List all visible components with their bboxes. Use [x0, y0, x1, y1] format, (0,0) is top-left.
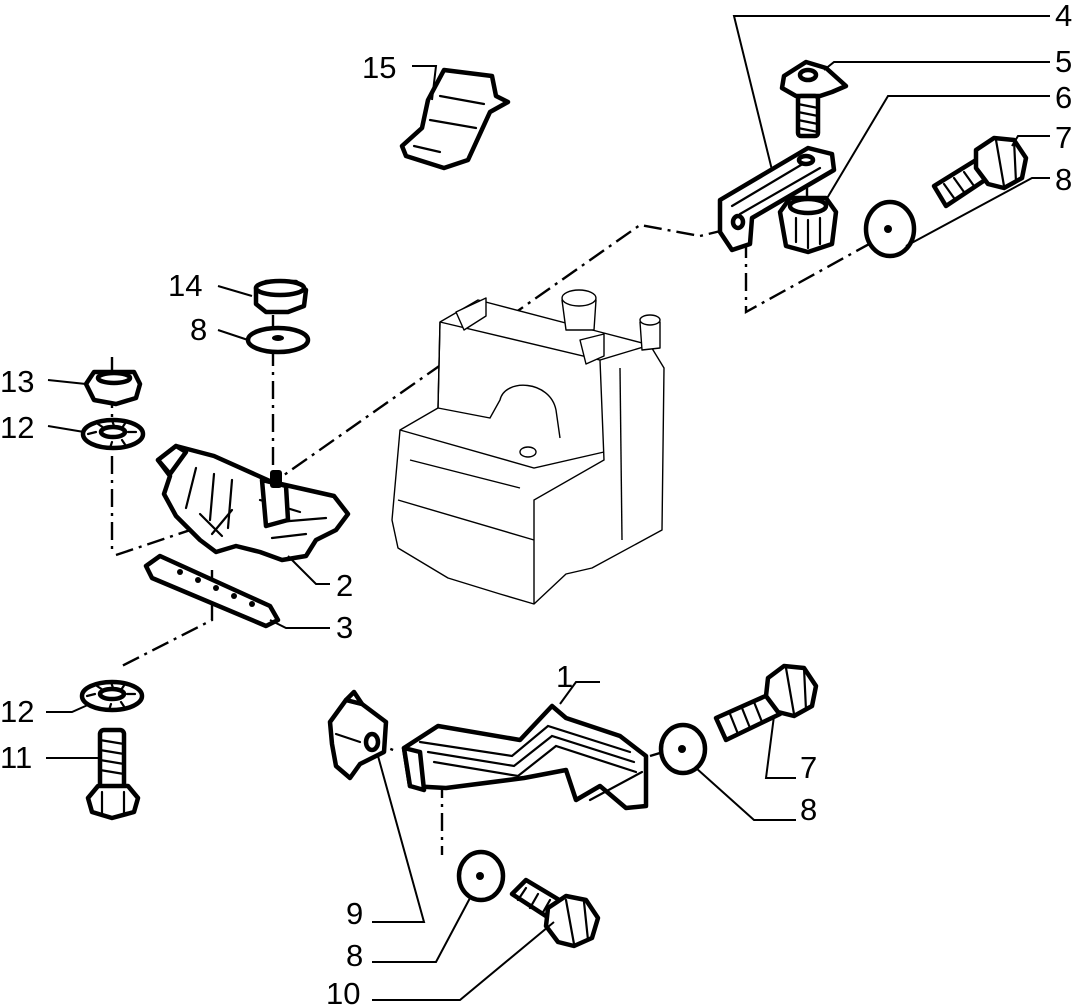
- part-2-mounting-bracket: [155, 443, 351, 563]
- part-8-washer-bottom: [456, 849, 506, 903]
- callout-1: 1: [556, 659, 573, 694]
- callout-3: 3: [336, 610, 353, 645]
- callout-8-left: 8: [190, 312, 207, 347]
- callout-2: 2: [336, 568, 353, 603]
- part-7-bolt-upper: [931, 135, 1029, 209]
- callout-14: 14: [168, 268, 202, 303]
- callout-10: 10: [326, 976, 360, 1006]
- part-11-bolt: [85, 727, 141, 821]
- part-10-bolt: [509, 877, 601, 949]
- leader-lines: [46, 15, 1050, 1001]
- part-9-clip-nut: [327, 689, 389, 781]
- callout-7-upper: 7: [1055, 120, 1072, 155]
- callout-6: 6: [1055, 80, 1072, 115]
- fuel-tank: [391, 289, 665, 605]
- callout-11: 11: [0, 740, 32, 775]
- part-1-long-bracket: [401, 703, 649, 811]
- callout-4: 4: [1055, 0, 1072, 33]
- callout-12-upper: 12: [0, 410, 34, 445]
- part-8-washer-upper: [863, 199, 917, 259]
- part-8-washer-lower-right: [658, 722, 708, 776]
- part-3-plate: [143, 553, 281, 629]
- callout-8-lower-right: 8: [800, 792, 817, 827]
- part-4-bracket: [717, 145, 837, 253]
- part-5-screw: [779, 59, 849, 139]
- part-14-nut: [253, 278, 309, 315]
- part-7-bolt-lower: [713, 663, 819, 743]
- callout-13: 13: [0, 364, 34, 399]
- callout-8-upper: 8: [1055, 162, 1072, 197]
- part-12-lock-washer-upper: [80, 417, 146, 451]
- part-8-washer-left: [245, 325, 311, 355]
- callout-15: 15: [362, 50, 396, 85]
- part-12-lock-washer-lower: [79, 679, 145, 713]
- callout-7-lower: 7: [800, 750, 817, 785]
- part-6-nut: [777, 195, 839, 255]
- callout-9: 9: [346, 896, 363, 931]
- callout-8-bottom: 8: [346, 938, 363, 973]
- callout-5: 5: [1055, 44, 1072, 79]
- callout-12-lower: 12: [0, 694, 34, 729]
- part-13-nut: [83, 369, 143, 407]
- part-15-clip: [399, 67, 511, 171]
